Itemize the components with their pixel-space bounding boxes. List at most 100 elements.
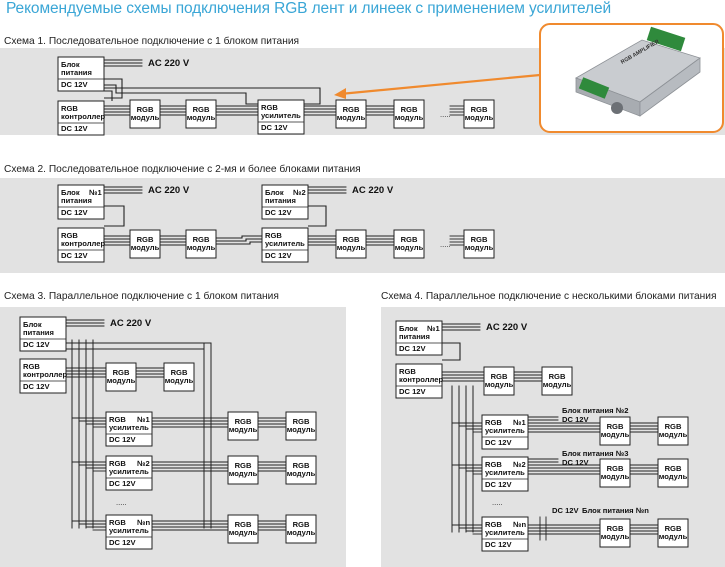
power-supply-2-label: Блок питания №2	[562, 406, 628, 415]
rgb-module-block	[393, 99, 425, 129]
rgb-module-label: RGB	[235, 461, 252, 470]
rgb-module-label: RGB	[665, 422, 682, 431]
controller-label: RGB	[61, 104, 78, 113]
amplifier-label: RGB	[485, 460, 502, 469]
rgb-module-block	[463, 229, 495, 259]
rgb-module-label: RGB	[665, 524, 682, 533]
rgb-module-label: модуль	[601, 430, 630, 439]
ac-220v-label: AC 220 V	[486, 322, 528, 333]
rgb-module-label: модуль	[659, 472, 688, 481]
continuation-dots: .....	[440, 240, 451, 249]
power-supply-label: Блок	[61, 188, 80, 197]
power-supply-label: питания	[399, 332, 430, 341]
rgb-module-label: модуль	[395, 243, 424, 252]
rgb-module-label: RGB	[137, 105, 154, 114]
amplifier-number: №2	[513, 460, 526, 469]
rgb-module-block	[599, 458, 631, 488]
rgb-module-label: RGB	[401, 105, 418, 114]
power-supply-label: питания	[23, 328, 54, 337]
rgb-module-block	[285, 514, 317, 544]
rgb-module-label: модуль	[187, 243, 216, 252]
green-terminal	[646, 26, 686, 52]
power-supply-n-dc-label: DC 12V	[552, 506, 580, 515]
controller-block	[57, 227, 105, 263]
amplifier-label: усилитель	[485, 426, 525, 435]
rgb-module-label: RGB	[471, 235, 488, 244]
controller-label: контроллер	[23, 370, 68, 379]
rgb-module-label: RGB	[235, 417, 252, 426]
power-supply-block	[57, 56, 105, 92]
rgb-module-block	[657, 518, 689, 548]
power-supply-label: питания	[61, 68, 92, 77]
rgb-module-label: RGB	[193, 105, 210, 114]
ac-220v-label: AC 220 V	[110, 318, 152, 329]
scheme-1-caption: Схема 1. Последовательное подключение с …	[4, 36, 300, 47]
wire	[104, 205, 125, 227]
amplifier-number: №1	[137, 415, 150, 424]
rgb-module-label: RGB	[293, 520, 310, 529]
rgb-module-label: модуль	[395, 113, 424, 122]
power-supply-label: Блок	[61, 60, 80, 69]
rgb-module-label: RGB	[235, 520, 252, 529]
rgb-module-block	[227, 411, 259, 441]
wire	[216, 241, 262, 245]
rgb-module-block	[163, 362, 195, 392]
scheme-4-caption: Схема 4. Параллельное подключение с неск…	[381, 291, 717, 302]
callout-arrow-line	[339, 73, 541, 96]
controller-label: RGB	[23, 362, 40, 371]
rgb-module-label: модуль	[229, 528, 258, 537]
rgb-module-block	[463, 99, 495, 129]
rgb-module-label: RGB	[171, 368, 188, 377]
rgb-module-label: модуль	[131, 113, 160, 122]
rgb-module-block	[227, 455, 259, 485]
rgb-module-label: RGB	[607, 464, 624, 473]
scheme-2-caption: Схема 2. Последовательное подключение с …	[4, 164, 361, 175]
rgb-module-label: модуль	[287, 528, 316, 537]
controller-label: контроллер	[399, 375, 444, 384]
rgb-module-label: модуль	[465, 243, 494, 252]
rgb-module-block	[285, 411, 317, 441]
power-supply-label: Блок	[265, 188, 284, 197]
wire	[104, 84, 258, 105]
rgb-module-label: RGB	[491, 372, 508, 381]
amplifier-dc-label: DC 12V	[109, 435, 137, 444]
amplifier-dc-label: DC 12V	[261, 123, 289, 132]
controller-label: контроллер	[61, 239, 106, 248]
amplifier-label: усилитель	[261, 111, 301, 120]
rgb-module-block	[599, 518, 631, 548]
controller-block	[395, 363, 443, 399]
rgb-module-label: модуль	[601, 532, 630, 541]
controller-dc-label: DC 12V	[23, 382, 51, 391]
amplifier-label: усилитель	[485, 468, 525, 477]
power-supply-3-dc-label: DC 12V	[562, 458, 590, 467]
rgb-module-label: RGB	[343, 105, 360, 114]
callout-arrowhead	[334, 88, 346, 99]
amplifier-dc-label: DC 12V	[485, 540, 513, 549]
power-supply-number: №1	[89, 188, 102, 197]
mount-hole	[611, 102, 623, 114]
rgb-module-label: модуль	[543, 380, 572, 389]
controller-block	[57, 100, 105, 136]
rgb-module-label: RGB	[471, 105, 488, 114]
amplifier-block	[481, 414, 529, 450]
rgb-module-block	[105, 362, 137, 392]
rgb-module-label: модуль	[659, 532, 688, 541]
rgb-module-label: RGB	[137, 235, 154, 244]
amplifier-label: усилитель	[485, 528, 525, 537]
continuation-dots: .....	[116, 498, 127, 507]
rgb-module-block	[185, 99, 217, 129]
amplifier-label: усилитель	[265, 239, 305, 248]
controller-label: RGB	[399, 367, 416, 376]
rgb-module-label: модуль	[165, 376, 194, 385]
rgb-module-block	[285, 455, 317, 485]
rgb-module-label: модуль	[287, 469, 316, 478]
rgb-module-label: модуль	[131, 243, 160, 252]
amplifier-label: усилитель	[109, 467, 149, 476]
rgb-module-block	[599, 416, 631, 446]
amplifier-label: RGB	[109, 415, 126, 424]
rgb-module-label: RGB	[607, 524, 624, 533]
controller-dc-label: DC 12V	[61, 124, 89, 133]
amplifier-block	[105, 514, 153, 550]
rgb-module-block	[657, 416, 689, 446]
